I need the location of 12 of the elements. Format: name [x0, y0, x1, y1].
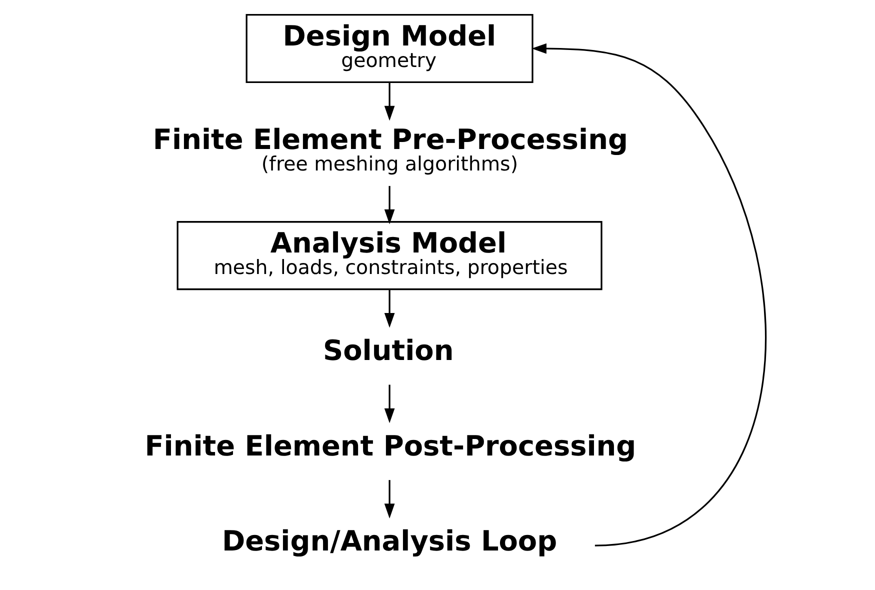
node-text: Finite Element Pre-Processing (free meshing algorithms) — [152, 122, 628, 176]
node-text: Finite Element Post-Processing — [144, 429, 636, 462]
arrow — [384, 290, 395, 328]
arrow — [384, 480, 395, 518]
node-text: Solution — [323, 334, 454, 368]
node-box: Analysis Model mesh, loads, constraints, properties — [176, 221, 602, 290]
arrow — [532, 43, 766, 546]
node-text: Design/Analysis Loop — [222, 524, 558, 558]
arrow — [384, 384, 395, 424]
arrow — [384, 186, 395, 224]
node-box: Design Model geometry — [246, 14, 534, 84]
arrow — [384, 82, 395, 121]
